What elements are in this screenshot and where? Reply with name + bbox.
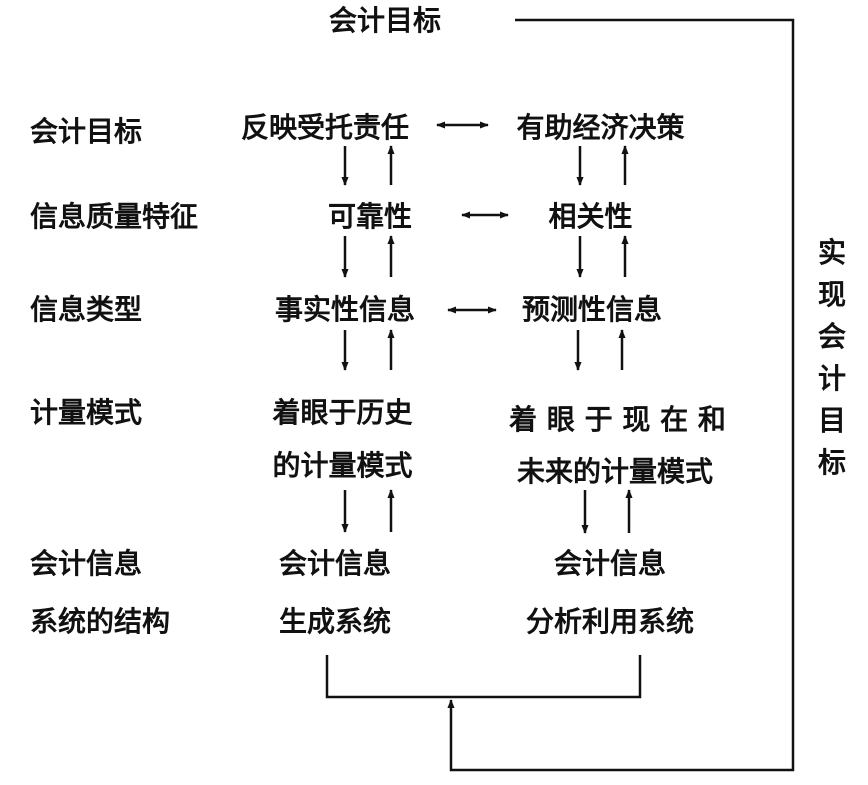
row-label-goal: 会计目标: [30, 115, 143, 148]
row-label-system-1: 会计信息: [30, 547, 143, 580]
systems-bracket: [325, 655, 642, 699]
left-measure-line1: 着眼于历史: [272, 396, 413, 429]
left-goal: 反映受托责任: [240, 111, 409, 144]
row-label-quality: 信息质量特征: [30, 200, 199, 233]
feedback-loop-line: [447, 18, 795, 772]
right-system-line1: 会计信息: [553, 547, 666, 580]
right-quality: 相关性: [548, 200, 633, 233]
row-label-system-2: 系统的结构: [30, 605, 171, 638]
right-goal: 有助经济决策: [516, 111, 685, 144]
left-quality: 可靠性: [327, 200, 412, 233]
left-measure-line2: 的计量模式: [272, 449, 413, 482]
right-measure-line2: 未来的计量模式: [516, 455, 713, 488]
left-system-line2: 生成系统: [278, 605, 391, 638]
right-system-line2: 分析利用系统: [525, 605, 694, 638]
row-label-info-type: 信息类型: [30, 293, 143, 326]
right-info-type: 预测性信息: [521, 293, 662, 326]
left-system-line1: 会计信息: [278, 547, 391, 580]
top-title: 会计目标: [328, 4, 441, 37]
row-label-measure: 计量模式: [30, 396, 143, 429]
right-measure-line1: 着 眼 于 现 在 和: [509, 403, 726, 436]
side-vertical-label: 实现会计目标: [817, 236, 846, 479]
left-info-type: 事实性信息: [274, 293, 415, 326]
